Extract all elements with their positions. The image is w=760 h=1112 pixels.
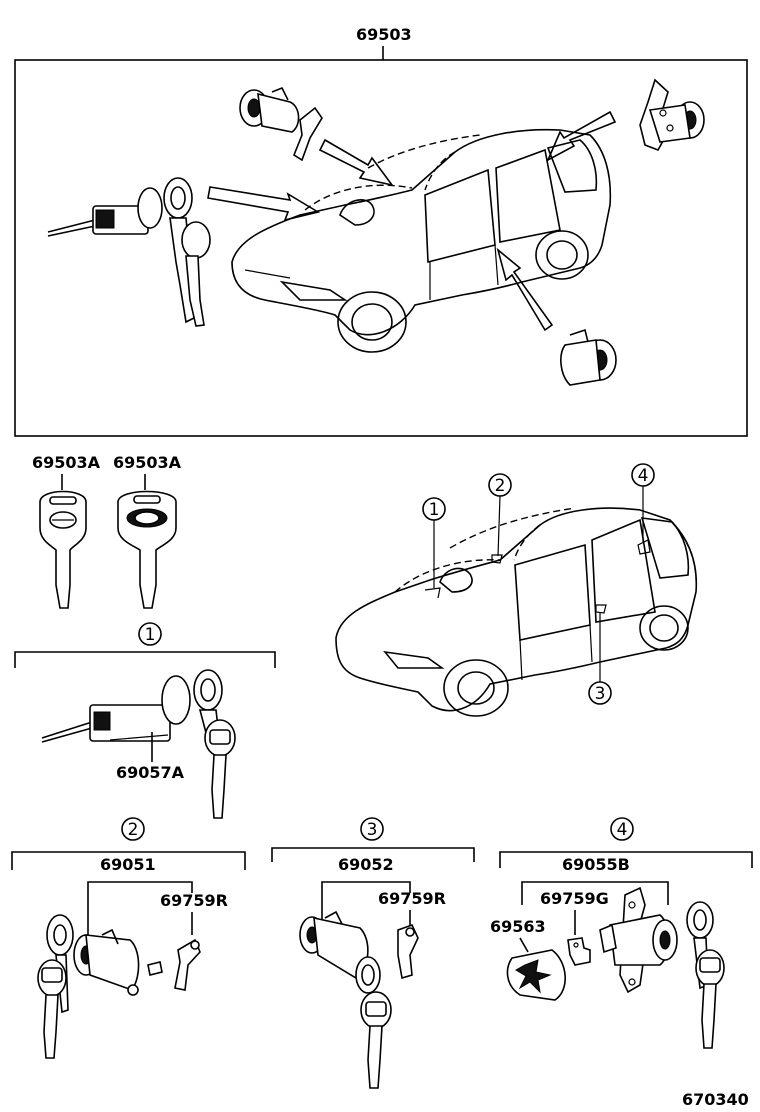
door-cylinder-rear [299,910,419,980]
svg-text:3: 3 [595,684,606,704]
arrows-top [207,110,617,332]
label-69503a-left: 69503A [32,453,101,472]
callouts-middle-car: 1 2 4 3 [422,463,655,705]
leader-69055b [521,881,669,905]
back-door-pad [506,949,566,1001]
back-door-cylinder [599,886,678,994]
door-cylinder-top-front [239,86,323,162]
label-69057a: 69057A [116,763,185,782]
callout-4-circle [610,817,634,841]
door-cylinder-top-back [639,78,705,151]
keys-front [37,914,74,1059]
back-door-clip [567,937,591,966]
leader-69052 [321,881,411,920]
callout-1-circle [138,622,162,646]
callout-1-number: 1 [145,625,156,645]
callout-2-number: 2 [128,820,139,840]
callout-3-number: 3 [367,820,378,840]
door-cylinder-front [73,928,201,996]
leader-69051 [87,881,193,950]
ignition-cylinder-set-top [47,177,211,327]
label-69055b: 69055B [562,855,630,874]
key-left-icon [39,490,87,609]
label-69052: 69052 [338,855,394,874]
label-69051: 69051 [100,855,156,874]
svg-text:1: 1 [429,500,440,520]
door-cylinder-top-rear [560,328,617,386]
label-69759g: 69759G [540,889,609,908]
label-69503a-right: 69503A [113,453,182,472]
set-box [14,59,748,437]
keys-back [686,901,725,1049]
bracket-3 [271,847,475,862]
callout-2-circle [121,817,145,841]
bracket-1 [14,651,276,668]
leader-69563 [519,937,529,953]
key-right-icon [117,490,177,609]
label-69563: 69563 [490,917,546,936]
label-69759r-front: 69759R [160,891,228,910]
keys-rear [355,956,392,1089]
bracket-2 [11,851,246,870]
svg-text:2: 2 [495,476,506,496]
bracket-4 [499,851,753,868]
label-69503: 69503 [356,25,412,44]
svg-text:4: 4 [638,466,649,486]
illustration-number: 670340 [682,1090,749,1109]
callout-4-number: 4 [617,820,628,840]
callout-3-circle [360,817,384,841]
ignition-cylinder [41,669,236,819]
car-illustration-top [231,128,612,353]
label-69759r-rear: 69759R [378,889,446,908]
car-illustration-middle [335,507,698,717]
